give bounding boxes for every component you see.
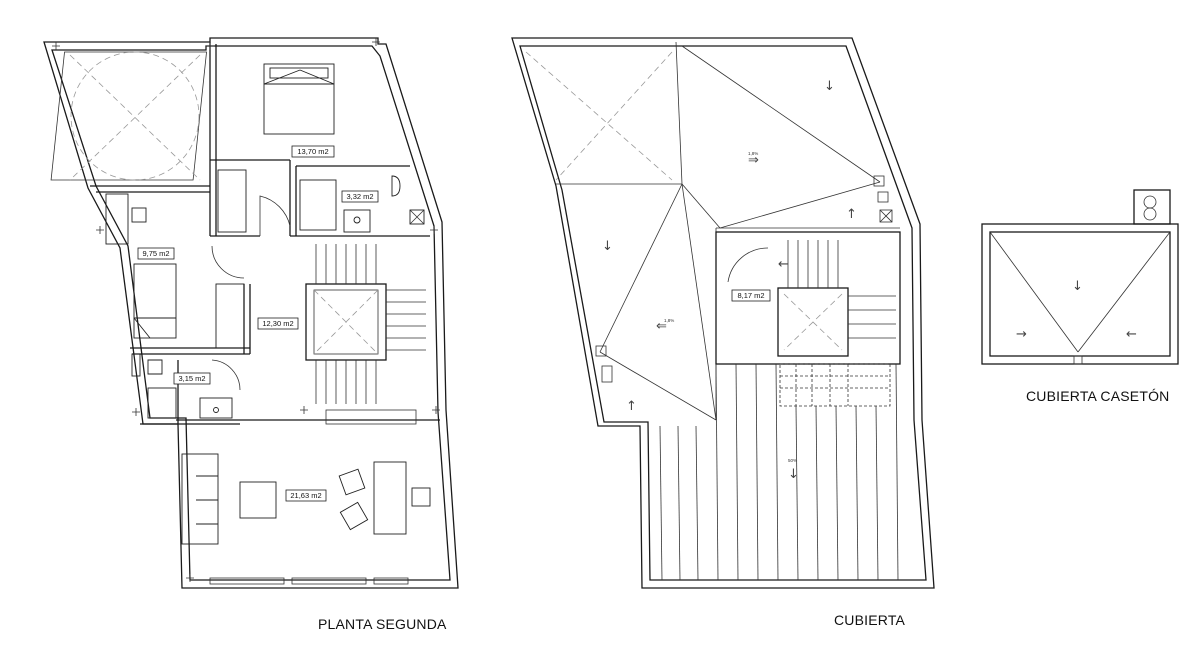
casing-roof-title: CUBIERTA CASETÓN xyxy=(1026,388,1170,404)
svg-text:3,32 m2: 3,32 m2 xyxy=(346,192,373,201)
roof-tile-strips xyxy=(659,363,899,581)
arrow-left-icon: ← xyxy=(1126,327,1137,342)
roof-lightwell xyxy=(525,41,683,185)
bath-upper-fixtures xyxy=(299,175,425,233)
floor-inner-wall xyxy=(51,45,451,581)
staircase xyxy=(305,244,426,425)
arrow-down-icon: ↓ xyxy=(602,239,613,254)
room-label-bath-lower: 3,15 m2 xyxy=(173,372,211,385)
arrow-down-icon: ↓ xyxy=(1072,279,1083,294)
room-label-bath-upper: 3,32 m2 xyxy=(341,190,379,203)
arrow-right-icon: ⇒ xyxy=(748,153,759,168)
slope-label: 50% xyxy=(788,458,797,463)
roof-inner xyxy=(519,45,927,581)
roof-dashed-steps xyxy=(779,363,891,407)
room-label-master: 13,70 m2 xyxy=(291,145,335,158)
arrow-up-icon: ↑ xyxy=(846,207,857,222)
arrow-down-icon: ↓ xyxy=(788,467,799,482)
svg-text:8,17 m2: 8,17 m2 xyxy=(737,291,764,300)
floor-outer-wall xyxy=(43,37,459,589)
svg-text:3,15 m2: 3,15 m2 xyxy=(178,374,205,383)
wardrobe-master xyxy=(217,169,247,233)
doors-floor xyxy=(211,195,291,391)
interior-walls xyxy=(90,42,440,425)
arrow-right-icon: → xyxy=(1016,327,1027,342)
svg-text:9,75 m2: 9,75 m2 xyxy=(142,249,169,258)
room-label-bedroom-2: 9,75 m2 xyxy=(137,247,175,260)
bath-lower-fixtures xyxy=(131,353,233,419)
arrow-up-icon: ↑ xyxy=(626,399,637,414)
floor-plan-title: PLANTA SEGUNDA xyxy=(318,616,447,632)
room-label-hall: 12,30 m2 xyxy=(257,317,299,330)
living-furniture xyxy=(181,453,431,545)
slope-label: 1,8% xyxy=(664,318,674,323)
bottom-windows xyxy=(209,577,409,585)
lightwell-left xyxy=(50,51,207,181)
roof-plan: ↓ ↓ ↑ ↑ ⇐ ⇒ ↓ ← 1,8% 1,8% 50% 8,17 m2 xyxy=(511,37,935,589)
structural-crosses xyxy=(52,38,440,582)
svg-text:12,30 m2: 12,30 m2 xyxy=(262,319,293,328)
slope-label: 1,8% xyxy=(748,151,758,156)
svg-text:13,70 m2: 13,70 m2 xyxy=(297,147,328,156)
bed-second xyxy=(105,193,245,349)
arrow-left-icon: ← xyxy=(778,257,789,272)
svg-text:21,63 m2: 21,63 m2 xyxy=(290,491,321,500)
casing-roof-plan: ↓ → ← xyxy=(981,189,1179,365)
roof-arrows: ↓ ↓ ↑ ↑ ⇐ ⇒ ↓ ← 1,8% 1,8% 50% xyxy=(602,79,857,482)
room-label-roof: 8,17 m2 xyxy=(731,289,771,302)
roof-plan-title: CUBIERTA xyxy=(834,612,906,628)
room-label-living: 21,63 m2 xyxy=(285,489,327,502)
arrow-down-icon: ↓ xyxy=(824,79,835,94)
roof-outer xyxy=(511,37,935,589)
bed-master xyxy=(263,63,335,135)
arrow-left-icon: ⇐ xyxy=(656,319,667,334)
floor-plan: 13,70 m2 3,32 m2 9,75 m2 12,30 m2 3,15 m… xyxy=(43,37,459,589)
